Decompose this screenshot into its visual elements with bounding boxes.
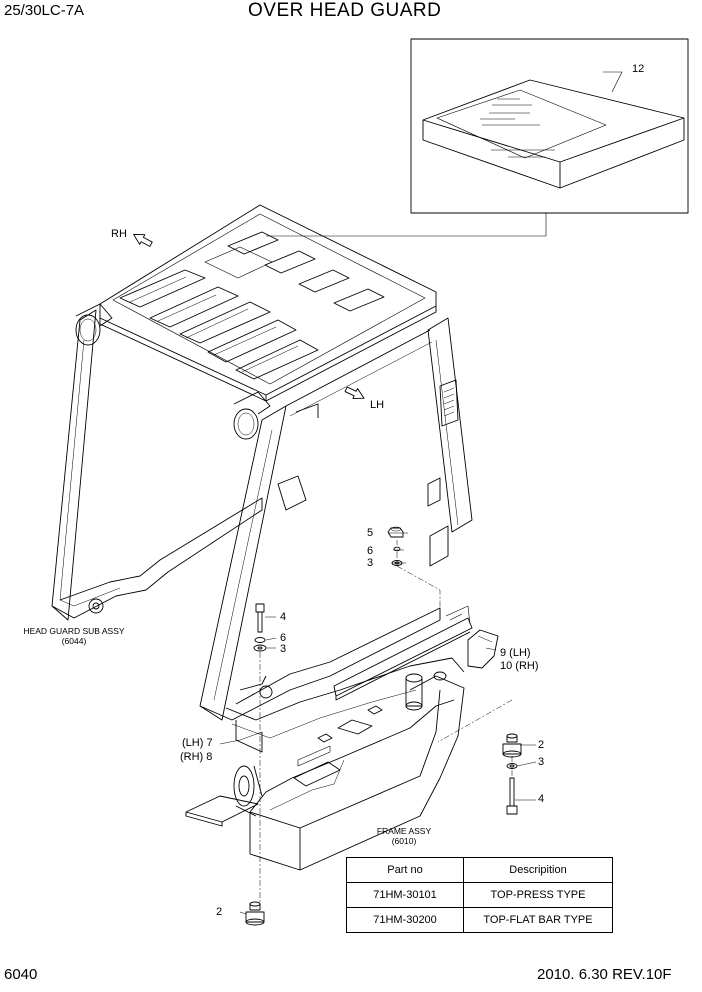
head-guard-sub-assy-caption: HEAD GUARD SUB ASSY (6044) [10, 626, 138, 646]
page-title: OVER HEAD GUARD [248, 0, 442, 21]
callout-12: 12 [632, 63, 645, 75]
callout-5: 5 [367, 527, 374, 539]
header-part-no: Part no [346, 857, 464, 883]
description-cell: TOP-FLAT BAR TYPE [463, 907, 613, 933]
head-guard-roof [99, 204, 437, 402]
callout-3-lower: 3 [280, 643, 287, 655]
callout-4-upper: 4 [280, 611, 287, 623]
head-guard-pillars [51, 303, 473, 721]
head-guard-lower-frame [51, 497, 441, 753]
frame-assy-ref: (6010) [391, 836, 417, 846]
callout-2-bottom: 2 [216, 906, 223, 918]
parts-table-header: Part no Descripition [346, 857, 613, 883]
table-row: 71HM-30200 TOP-FLAT BAR TYPE [346, 907, 613, 933]
sub-assy-name: HEAD GUARD SUB ASSY [23, 626, 125, 636]
table-row: 71HM-30101 TOP-PRESS TYPE [346, 882, 613, 908]
sub-assy-ref: (6044) [61, 636, 87, 646]
part-no-cell: 71HM-30200 [346, 907, 464, 933]
frame-assy-name: FRAME ASSY [376, 826, 432, 836]
frame-assy [185, 605, 499, 871]
description-cell: TOP-PRESS TYPE [463, 882, 613, 908]
callout-3-upper: 3 [367, 557, 374, 569]
callout-7-lh: (LH) 7 [182, 737, 213, 749]
inset-box [266, 38, 689, 237]
model-number: 25/30LC-7A [4, 2, 85, 19]
header-description: Descripition [463, 857, 613, 883]
revision-date: 2010. 6.30 REV.10F [537, 966, 672, 983]
lh-direction-label: LH [370, 399, 385, 411]
callout-3-right: 3 [538, 756, 545, 768]
rh-direction-label: RH [111, 228, 127, 240]
callout-10-rh: 10 (RH) [500, 660, 539, 672]
callout-9-lh: 9 (LH) [500, 647, 531, 659]
callout-2-right: 2 [538, 739, 545, 751]
leader-lines [219, 532, 537, 915]
callout-8-rh: (RH) 8 [180, 751, 213, 763]
callout-4-right: 4 [538, 793, 545, 805]
callout-6-lower: 6 [280, 632, 287, 644]
frame-assy-caption: FRAME ASSY (6010) [360, 826, 448, 846]
direction-arrows [133, 233, 365, 399]
callout-6-upper: 6 [367, 545, 374, 557]
page-number: 6040 [4, 966, 38, 983]
parts-table: Part no Descripition 71HM-30101 TOP-PRES… [346, 857, 613, 933]
part-no-cell: 71HM-30101 [346, 882, 464, 908]
